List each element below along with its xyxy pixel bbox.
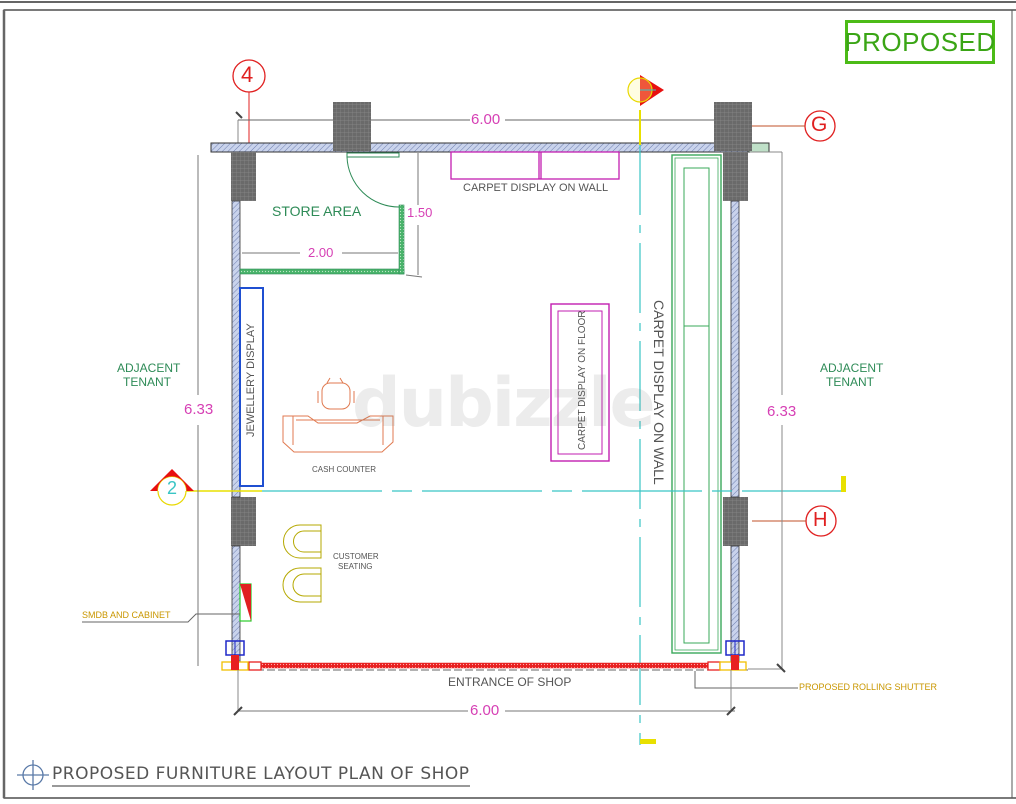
section-marker-top-icon <box>627 75 664 106</box>
carpet-floor-label: CARPET DISPLAY ON FLOOR <box>577 310 588 450</box>
store-depth-dimension: 1.50 <box>407 205 433 220</box>
adjacent-tenant-left-1: ADJACENT <box>117 361 181 375</box>
adjacent-tenant-left-2: TENANT <box>123 375 171 389</box>
cash-counter-label: CASH COUNTER <box>312 465 377 474</box>
smdb-cabinet-label: SMDB AND CABINET <box>82 610 171 620</box>
section-marker-left-icon: 2 <box>150 469 194 506</box>
smdb-cabinet-icon <box>82 583 252 623</box>
customer-seating-label-2: SEATING <box>338 562 373 571</box>
grid-marker-h-icon <box>752 505 837 537</box>
grid-marker-4-icon <box>232 59 266 152</box>
cash-counter-icon <box>282 377 394 453</box>
adjacent-tenant-right-1: ADJACENT <box>820 361 884 375</box>
watermark: dubizzle <box>352 364 656 443</box>
customer-seating-icon <box>282 524 322 603</box>
entrance-label: ENTRANCE OF SHOP <box>448 675 572 689</box>
rolling-shutter-label: PROPOSED ROLLING SHUTTER <box>799 682 938 692</box>
left-height-dimension: 6.33 <box>184 401 214 418</box>
right-height-dimension: 6.33 <box>767 403 797 420</box>
carpet-wall-top-icon <box>450 151 620 180</box>
top-width-dimension: 6.00 <box>471 111 501 128</box>
carpet-wall-right-label: CARPET DISPLAY ON WALL <box>651 300 667 485</box>
customer-seating-label-1: CUSTOMER <box>333 552 379 561</box>
drawing-title: PROPOSED FURNITURE LAYOUT PLAN OF SHOP <box>52 764 470 787</box>
grid-marker-g-label: G <box>811 113 828 136</box>
store-width-dimension: 2.00 <box>308 245 334 260</box>
grid-marker-4-label: 4 <box>241 62 254 87</box>
carpet-wall-top-label: CARPET DISPLAY ON WALL <box>463 182 609 194</box>
bottom-width-dimension: 6.00 <box>470 702 500 719</box>
adjacent-tenant-right-2: TENANT <box>826 375 874 389</box>
jewellery-display-label: JEWELLERY DISPLAY <box>245 323 257 437</box>
svg-text:2: 2 <box>167 478 177 498</box>
title-crosshair-icon <box>17 760 49 790</box>
grid-marker-h-label: H <box>813 509 828 531</box>
store-area-label: STORE AREA <box>272 203 362 219</box>
grid-marker-g-icon <box>752 110 836 142</box>
proposed-stamp: PROPOSED <box>844 20 995 64</box>
